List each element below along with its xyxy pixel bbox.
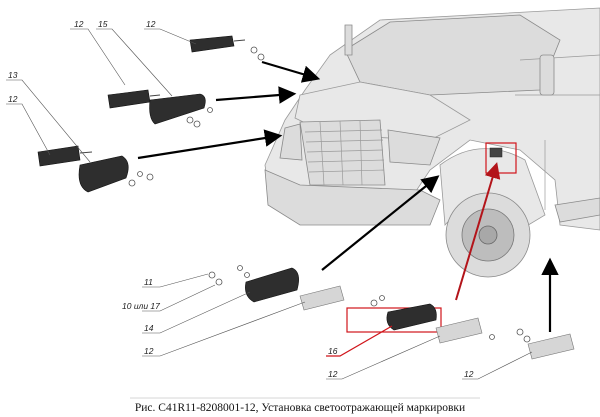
callout-label: 10 или 17 [122, 301, 160, 311]
callout-label: 15 [98, 19, 108, 29]
callout-label: 12 [8, 94, 18, 104]
callout-label: 12 [74, 19, 84, 29]
callout-labels: 12 15 12 13 12 11 10 или 17 14 12 16 12 12 [8, 19, 474, 379]
part-group-upper [107, 35, 265, 128]
leader-lines [6, 28, 533, 380]
fender-marker-highlight [485, 142, 517, 174]
callout-label: 12 [146, 19, 156, 29]
figure-caption: Рис. C41R11-8208001-12, Установка светоо… [135, 402, 465, 414]
assembly-arrows [137, 60, 559, 332]
callout-label: 11 [144, 277, 153, 287]
part-16-highlight [346, 307, 442, 333]
callout-label: 12 [328, 369, 338, 379]
part-group-lower-middle [370, 295, 495, 344]
callout-label: 13 [8, 70, 18, 80]
part-group-lower-right [516, 328, 575, 360]
part-group-left [37, 145, 154, 193]
callout-label: 12 [464, 369, 474, 379]
callout-label: 16 [328, 346, 338, 356]
callout-label: 12 [144, 346, 154, 356]
part-group-lower-left [208, 265, 345, 311]
truck-illustration [264, 7, 600, 278]
callout-label: 14 [144, 323, 154, 333]
